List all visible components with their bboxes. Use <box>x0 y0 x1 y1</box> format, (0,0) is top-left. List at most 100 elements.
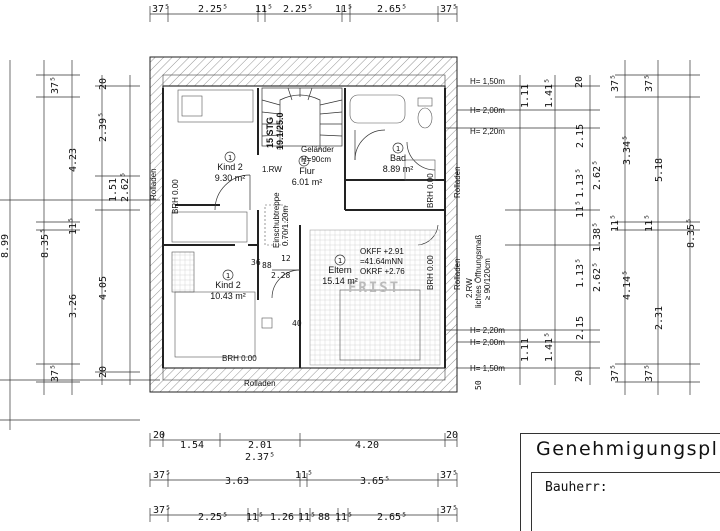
dim-label: 11⁵ <box>298 512 316 523</box>
shutter-label: Rolladen <box>244 379 276 388</box>
height-label: H= 1,50m <box>470 364 505 373</box>
room-markers <box>222 142 404 281</box>
dim-label: 1.51 <box>108 178 119 202</box>
dim-label: 1.11 <box>520 84 531 108</box>
dim-label: 3.65⁵ <box>360 476 390 487</box>
room-area: 8.89 m² <box>383 164 414 174</box>
client-label: Bauherr: <box>545 480 608 495</box>
window-opening-label: lichtes Öffnungsmaß <box>474 235 483 308</box>
dim-label: 4.20 <box>355 440 379 451</box>
sill-label: BRH 0.00 <box>426 255 435 290</box>
railing-height-label: H=90cm <box>301 155 331 164</box>
dimension-chain-left <box>0 60 160 430</box>
dim-label: 11⁵ <box>335 512 353 523</box>
dim-label: 20 <box>574 76 585 88</box>
dim-label: 11⁵ <box>610 214 621 232</box>
dim-label: 8.35⁵ <box>40 228 51 258</box>
room-number: 1 <box>338 257 342 265</box>
staircase <box>261 87 343 150</box>
ceiling-height-lines <box>445 85 505 369</box>
room-area: 9.30 m² <box>215 173 246 183</box>
dim-label: 5.18 <box>654 158 665 182</box>
dim-label: 11⁵ <box>575 200 586 218</box>
dim-label: 4.14⁵ <box>622 270 633 300</box>
dim-label: 2.37⁵ <box>245 452 275 463</box>
attic-stair-size-label: 0.70/1.20m <box>281 206 290 246</box>
dim-label: 20 <box>98 78 109 90</box>
height-label: H= 2,20m <box>470 326 505 335</box>
dimension-bottom-labels: 20 1.54 2.01 4.20 20 2.37⁵ 37⁵ 3.63 11⁵ … <box>153 430 458 523</box>
room-name: Kind 2 <box>217 162 243 172</box>
dim-label: 2.25⁵ <box>198 512 228 523</box>
dim-label: 2.25⁵ <box>283 4 313 15</box>
room-number: 1 <box>226 272 230 280</box>
room-area: 6.01 m² <box>292 177 323 187</box>
dim-label: 1.13⁵ <box>575 168 586 198</box>
window-label: 2.RW <box>465 278 474 298</box>
dim-label: 2.62⁵ <box>592 160 603 190</box>
dimension-chain-right <box>505 60 700 395</box>
shutter-label: Rolladen <box>453 166 462 198</box>
dimension-left-labels: 37⁵ 4.23 11⁵ 3.26 37⁵ 20 2.39⁵ 1.51 2.62… <box>0 76 131 382</box>
dim-label: 20 <box>98 366 109 378</box>
dim-label: 2.65⁵ <box>377 512 407 523</box>
room-number: 1 <box>396 145 400 153</box>
dim-label: 1.26 <box>270 512 294 523</box>
dim-label: 37⁵ <box>440 4 458 15</box>
dim-label: 1.38⁵ <box>592 222 603 252</box>
dim-label: 4.05 <box>98 276 109 300</box>
dim-label: 2.62⁵ <box>592 262 603 292</box>
dim-label: 8.99 <box>0 234 11 258</box>
dimension-top-labels: 37⁵ 2.25⁵ 11⁵ 2.25⁵ 11⁵ 2.65⁵ 37⁵ <box>152 4 458 15</box>
window-label: 1.RW <box>262 165 282 174</box>
dim-label: 2.01 <box>248 440 272 451</box>
furniture <box>171 89 441 366</box>
dim-label: 11⁵ <box>255 4 273 15</box>
watermark-text: FRIST <box>348 280 400 296</box>
dim-label: 2.39⁵ <box>98 112 109 142</box>
dim-label: 50 <box>474 380 483 390</box>
dim-label: 37⁵ <box>440 470 458 481</box>
room-name: Bad <box>390 153 406 163</box>
room-number: 1 <box>302 158 306 166</box>
dim-label: 4.23 <box>68 148 79 172</box>
shutter-label: Rolladen <box>453 258 462 290</box>
sill-label: BRH 0.00 <box>426 173 435 208</box>
window-opening-size-label: ≥ 90/120cm <box>483 258 492 300</box>
dim-label: 11⁵ <box>644 214 655 232</box>
level-label: =41.64mNN <box>360 257 403 266</box>
dim-label: 37⁵ <box>440 505 458 516</box>
room-name: Eltern <box>328 265 352 275</box>
room-number: 1 <box>228 154 232 162</box>
dim-label: 20 <box>153 430 165 441</box>
dim-label: 11⁵ <box>335 4 353 15</box>
sill-label: BRH 0.00 <box>222 354 257 363</box>
dim-label: 11⁵ <box>295 470 313 481</box>
ceiling-height-labels: H= 1,50m H= 2,00m H= 2,20m H= 2,20m H= 2… <box>470 77 505 373</box>
dim-label: 3.63 <box>225 476 249 487</box>
dim-label: 36 <box>251 258 261 267</box>
dim-label: 3.34⁵ <box>622 135 633 165</box>
dim-label: 2.28 <box>271 271 290 280</box>
dim-label: 37⁵ <box>644 74 655 92</box>
room-area: 15.14 m² <box>322 276 358 286</box>
dim-label: 1.54 <box>180 440 204 451</box>
dim-label: 11⁵ <box>68 217 79 235</box>
room-labels: Kind 2 9.30 m² Flur 6.01 m² Bad 8.89 m² … <box>210 153 413 301</box>
dim-label: 20 <box>574 370 585 382</box>
dim-label: 37⁵ <box>153 505 171 516</box>
dim-label: 11⁵ <box>246 512 264 523</box>
dim-label: 2.31 <box>654 306 665 330</box>
annotation-labels: 1.RW Geländer H=90cm 15 STG 19.1/25.0 Ei… <box>149 112 492 390</box>
height-label: H= 2,00m <box>470 338 505 347</box>
title-block <box>520 433 720 531</box>
dim-label: 37⁵ <box>50 364 61 382</box>
dim-label: 40 <box>292 319 302 328</box>
room-name: Kind 2 <box>215 280 241 290</box>
attic-stair-label: Einschubtreppe <box>272 192 281 248</box>
railing-label: Geländer <box>301 145 334 154</box>
dim-label: 2.62⁵ <box>120 172 131 202</box>
dim-label: 37⁵ <box>50 76 61 94</box>
dimension-chain-top <box>149 6 458 22</box>
